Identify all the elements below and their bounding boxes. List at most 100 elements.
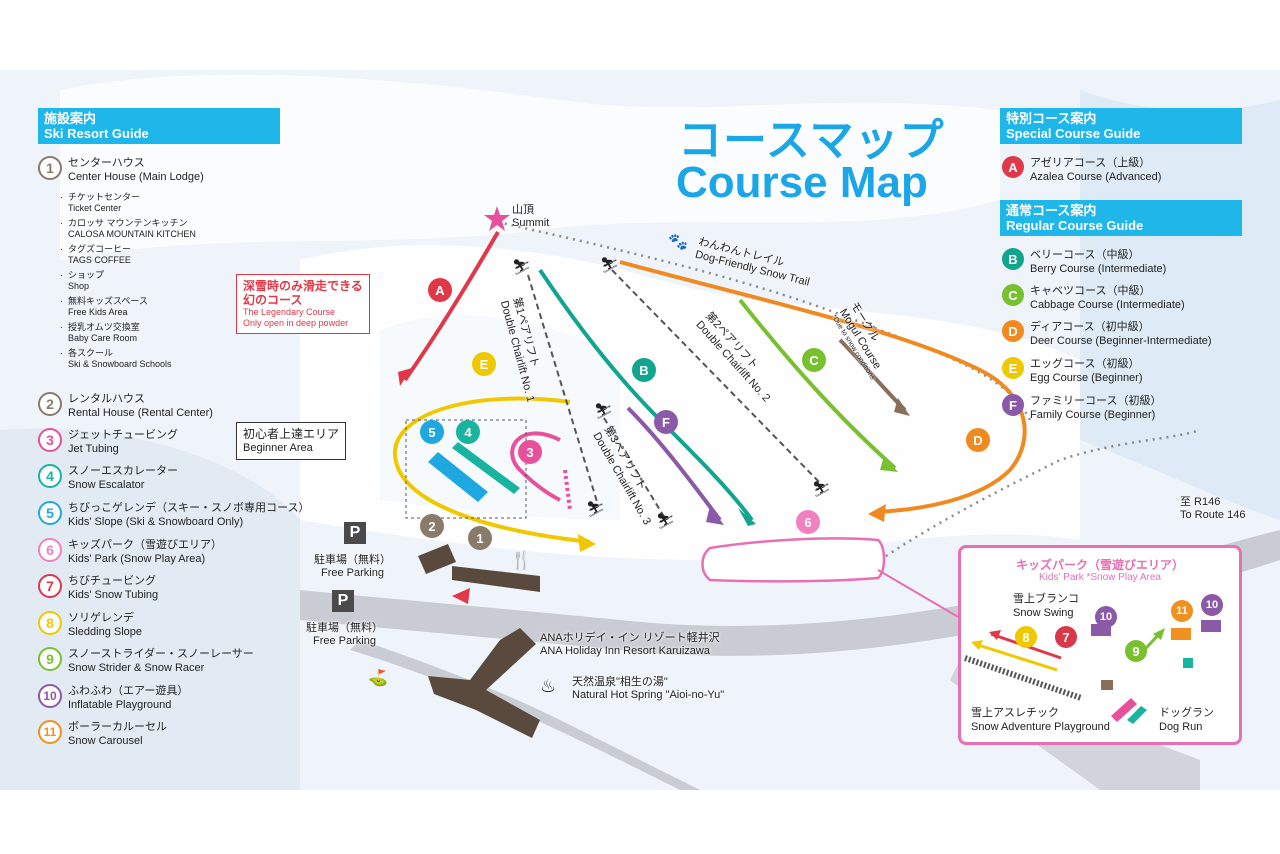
facility-label-jp-7: ちびチュービング (68, 575, 156, 587)
facility-guide-header-jp: 施設案内 (44, 111, 97, 126)
facility-number-6: 6 (38, 538, 62, 562)
map-title-jp: コースマップ (677, 115, 945, 166)
parking2-en: Free Parking (313, 635, 376, 647)
facility-label-jp-5: ちびっこゲレンデ（スキー・スノボ専用コース） (68, 502, 310, 514)
course-label-en-c: Cabbage Course (Intermediate) (1030, 299, 1185, 311)
marker-5: 5 (420, 420, 444, 444)
sub-en-6: Ski & Snowboard Schools (68, 359, 172, 369)
course-letter-e: E (1002, 357, 1024, 379)
sub-en-3: Shop (68, 281, 90, 291)
facility-label-en-10: Inflatable Playground (68, 699, 172, 711)
legendary-en-2: Only open in deep powder (243, 318, 349, 328)
facility-number-4: 4 (38, 464, 62, 488)
facility-label-en-7: Kids' Snow Tubing (68, 589, 159, 601)
sub-en-4: Free Kids Area (68, 307, 128, 317)
facility-label-en-11: Snow Carousel (68, 735, 143, 747)
marker-3: 3 (518, 440, 542, 464)
legendary-jp-2: 幻のコース (243, 293, 303, 307)
chairlift-icon-1: ⛷ (512, 259, 532, 276)
facility-label-jp-6: キッズパーク（雪遊びエリア） (68, 539, 222, 551)
course-letter-b: B (1002, 248, 1024, 270)
hotspring-en: Natural Hot Spring "Aioi-no-Yu" (572, 689, 725, 701)
facility-guide-header: 施設案内 Ski Resort Guide (38, 108, 280, 144)
summit-label: 山頂 Summit (512, 204, 549, 230)
special-guide-header-jp: 特別コース案内 (1006, 111, 1097, 126)
chairlift-icon-2: ⛷ (600, 257, 620, 274)
snow-adventure-en: Snow Adventure Playground (971, 721, 1110, 733)
facility-label-jp-9: スノーストライダー・スノーレーサー (68, 648, 254, 660)
sub-en-5: Baby Care Room (68, 333, 138, 343)
paw-icon: 🐾 (668, 234, 688, 251)
sub-jp-5: 授乳オムツ交換室 (68, 322, 140, 332)
parking1-en: Free Parking (321, 567, 384, 579)
sub-jp-3: ショップ (68, 270, 105, 280)
special-guide-header-en: Special Course Guide (1006, 126, 1141, 141)
facility-label-en-6: Kids' Park (Snow Play Area) (68, 553, 206, 565)
legendary-jp-1: 深雪時のみ滑走できる (243, 279, 363, 293)
beginner-area-en: Beginner Area (243, 442, 313, 454)
course-letter-f: F (1002, 394, 1024, 416)
summit-label-en: Summit (512, 217, 550, 229)
parking-sign-2: P (332, 590, 354, 612)
map-title-en: Course Map (676, 158, 928, 207)
snow-swing-en: Snow Swing (1013, 607, 1074, 619)
beginner-area-callout: 初心者上達エリア Beginner Area (236, 422, 347, 460)
marker-4: 4 (456, 420, 480, 444)
dog-run-label: ドッグラン Dog Run (1159, 706, 1214, 734)
kids-marker-10b: 10 (1201, 594, 1223, 616)
facility-item-5: 5 ちびっこゲレンデ（スキー・スノボ専用コース） Kids' Slope (Ski… (38, 501, 309, 529)
facility-label-en-3: Jet Tubing (68, 443, 119, 455)
facility-label-en-5: Kids' Slope (Ski & Snowboard Only) (68, 516, 244, 528)
facility-label-en-9: Snow Strider & Snow Racer (68, 662, 205, 674)
hotspring-jp: 天然温泉"相生の湯" (572, 676, 668, 688)
regular-guide-header: 通常コース案内 Regular Course Guide (1000, 200, 1242, 236)
facility-number-2: 2 (38, 392, 62, 416)
facility-item-10: 10 ふわふわ（エアー遊具） Inflatable Playground (38, 684, 188, 712)
facility-number-10: 10 (38, 684, 62, 708)
facility-number-5: 5 (38, 501, 62, 525)
marker-2: 2 (420, 514, 444, 538)
marker-f: F (654, 410, 678, 434)
facility-label-jp-11: ボーラーカルーセル (68, 721, 167, 733)
course-label-en-b: Berry Course (Intermediate) (1030, 263, 1167, 275)
legendary-en-1: The Legendary Course (243, 307, 336, 317)
facility-guide-header-en: Ski Resort Guide (44, 126, 149, 141)
facility-label-en-2: Rental House (Rental Center) (68, 407, 213, 419)
facility-label-en-4: Snow Escalator (68, 479, 145, 491)
facility-label-jp-1: センターハウス (68, 157, 145, 169)
legendary-course-callout: 深雪時のみ滑走できる 幻のコース The Legendary Course On… (236, 274, 370, 334)
course-letter-d: D (1002, 320, 1024, 342)
sub-jp-2: タグズコーヒー (68, 244, 132, 254)
hotel-en: ANA Holiday Inn Resort Karuizawa (540, 645, 710, 657)
facility-number-1: 1 (38, 156, 62, 180)
course-item-c: C キャベツコース（中級）Cabbage Course (Intermediat… (1002, 284, 1185, 312)
kids-park-inset: キッズパーク（雪遊びエリア） Kids' Park *Snow Play Are… (958, 545, 1242, 745)
hotspring-label: 天然温泉"相生の湯" Natural Hot Spring "Aioi-no-Y… (572, 676, 724, 702)
golf-icon: ⛳ (368, 670, 388, 687)
parking1-jp: 駐車場（無料） (314, 554, 391, 566)
kids-park-title-jp: キッズパーク（雪遊びエリア） (1015, 558, 1184, 572)
marker-6: 6 (796, 510, 820, 534)
facility-number-9: 9 (38, 647, 62, 671)
sub-en-0: Ticket Center (68, 203, 122, 213)
kids-marker-8: 8 (1015, 626, 1037, 648)
route-146-label: 至 R146 To Route 146 (1180, 496, 1245, 522)
marker-1: 1 (468, 526, 492, 550)
hot-spring-icon: ♨ (540, 676, 557, 696)
facility-label-jp-10: ふわふわ（エアー遊具） (68, 685, 189, 697)
chairlift-icon-5: ⛷ (656, 513, 676, 530)
hotel-label: ANAホリデイ・イン リゾート軽井沢 ANA Holiday Inn Resor… (540, 632, 720, 658)
facility-label-en-8: Sledding Slope (68, 626, 143, 638)
marker-a: A (428, 278, 452, 302)
facility-item-9: 9 スノーストライダー・スノーレーサー Snow Strider & Snow R… (38, 647, 254, 675)
sub-en-1: CALOSA MOUNTAIN KITCHEN (68, 229, 196, 239)
beginner-area-jp: 初心者上達エリア (243, 427, 340, 441)
